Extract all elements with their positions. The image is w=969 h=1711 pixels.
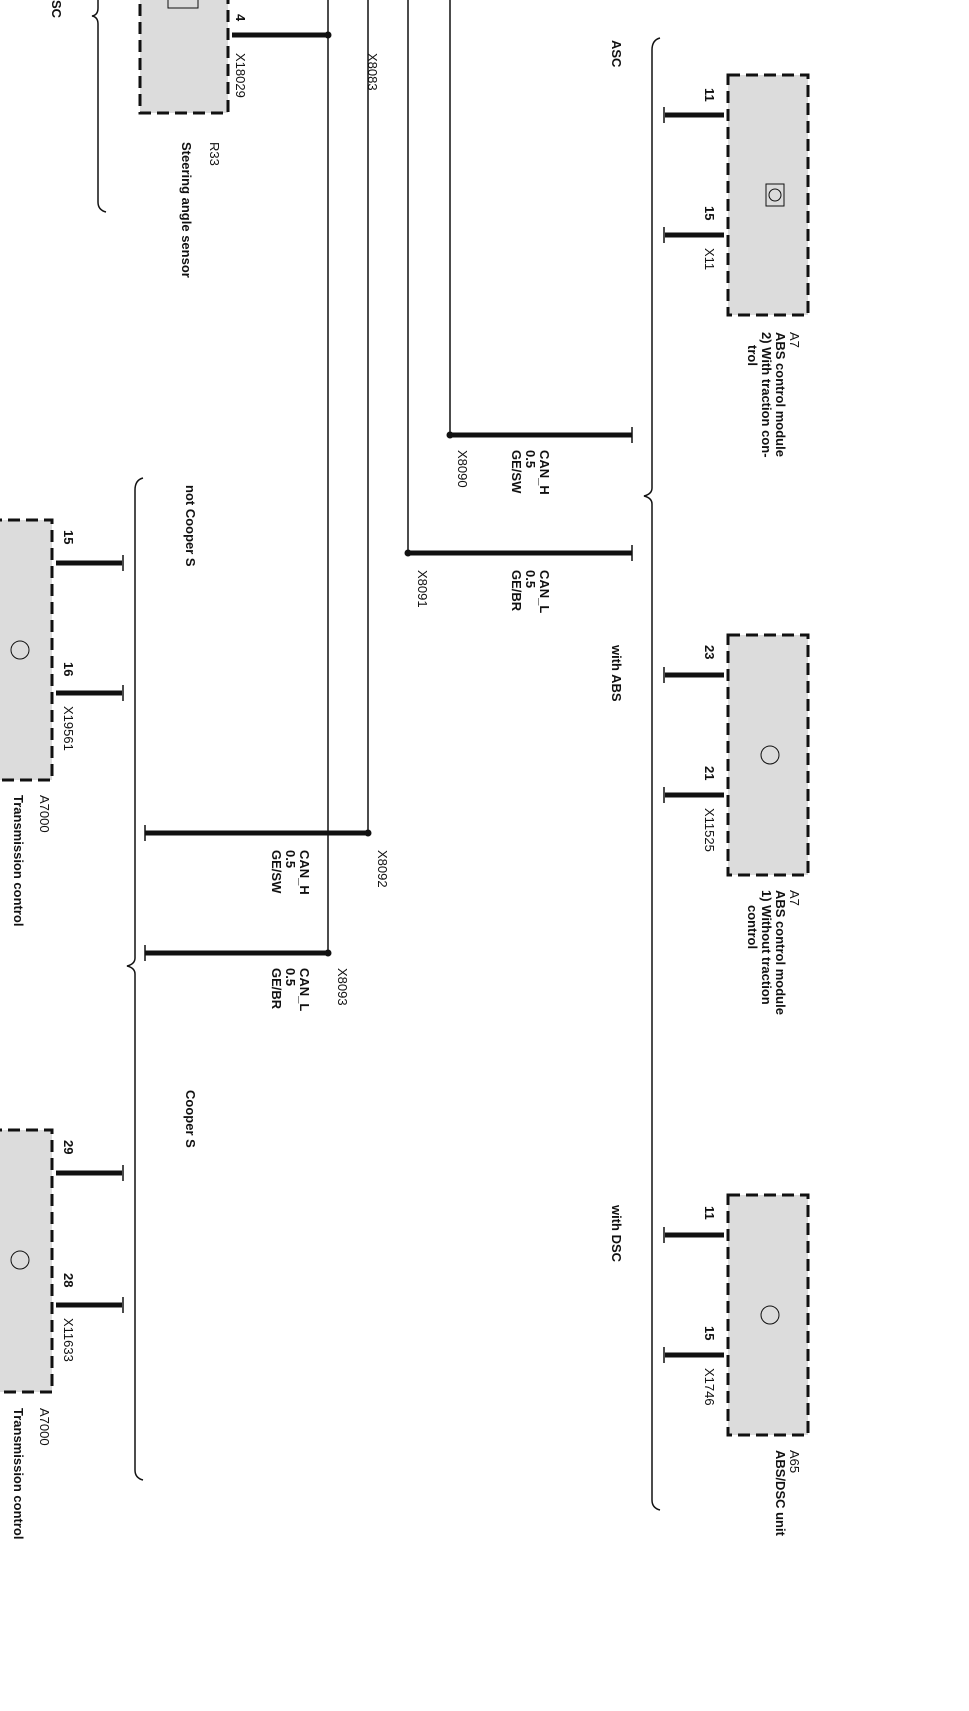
module-icon bbox=[768, 188, 782, 202]
connector-label: X1746 bbox=[702, 1368, 717, 1406]
wire-color: GE/SW bbox=[269, 850, 284, 894]
variant-brace bbox=[91, 0, 107, 213]
module-id: A7000 bbox=[37, 1408, 52, 1446]
wire-color: GE/SW bbox=[509, 450, 524, 494]
module-icon bbox=[167, 0, 199, 9]
variant-brace bbox=[643, 37, 661, 1511]
module-id: A7000 bbox=[37, 795, 52, 833]
splice-label: X8092 bbox=[375, 850, 390, 888]
module-id: A7 bbox=[787, 332, 802, 348]
variant-label-sc: SC bbox=[49, 0, 64, 19]
pin-label: 15 bbox=[702, 206, 717, 220]
wire-signal: CAN_H bbox=[537, 450, 552, 495]
pin-label: 21 bbox=[702, 766, 717, 780]
pin-label: 29 bbox=[61, 1140, 76, 1154]
wire-signal: CAN_H bbox=[297, 850, 312, 895]
wire-color: GE/BR bbox=[509, 570, 524, 612]
connector-label: X11633 bbox=[61, 1318, 76, 1362]
connector-label: X11525 bbox=[702, 808, 717, 852]
module-id: A7 bbox=[787, 890, 802, 906]
wire-signal: CAN_L bbox=[297, 968, 312, 1011]
variant-label-abs: with ABS bbox=[609, 644, 624, 702]
module-id: R33 bbox=[207, 142, 222, 166]
module-icon bbox=[10, 1250, 30, 1270]
wire-color: GE/BR bbox=[269, 968, 284, 1010]
module-icon bbox=[760, 745, 780, 765]
module-note: 2) With traction con- bbox=[759, 332, 774, 458]
module-name: Transmission control bbox=[11, 1408, 26, 1539]
variant-label-not-cooper: not Cooper S bbox=[183, 485, 198, 567]
variant-brace bbox=[126, 477, 144, 1481]
wire-x8092: X8092 CAN_H 0.5 GE/SW bbox=[144, 825, 390, 895]
wire-x8090: X8090 CAN_H 0.5 GE/SW bbox=[446, 427, 633, 495]
connector-label: X18029 bbox=[233, 53, 248, 98]
wire-signal: CAN_L bbox=[537, 570, 552, 613]
wire-size: 0.5 bbox=[283, 850, 298, 868]
pin-label: 23 bbox=[702, 645, 717, 659]
dsc-module: 11 15 X1746 A65 ABS/DSC unit bbox=[663, 1193, 810, 1537]
wire-size: 0.5 bbox=[283, 968, 298, 986]
pin-label: 15 bbox=[702, 1326, 717, 1340]
wire-size: 0.5 bbox=[523, 570, 538, 588]
module-name: Transmission control bbox=[11, 795, 26, 926]
transmission-control-1: 15 16 X19561 A7000 Transmission control bbox=[0, 518, 124, 926]
module-icon bbox=[760, 1305, 780, 1325]
module-name: ABS control module bbox=[773, 890, 788, 1015]
connector-label: X19561 bbox=[61, 706, 76, 751]
module-note: trol bbox=[745, 345, 760, 366]
wire-x8093: X8093 CAN_L 0.5 GE/BR bbox=[144, 945, 350, 1011]
module-name: Steering angle sensor bbox=[179, 142, 194, 278]
wire-size: 0.5 bbox=[523, 450, 538, 468]
splice-label: X8090 bbox=[455, 450, 470, 488]
module-icon bbox=[10, 640, 30, 660]
variant-label-cooper: Cooper S bbox=[183, 1090, 198, 1148]
module-id: A65 bbox=[787, 1450, 802, 1473]
splice-label: X8091 bbox=[415, 570, 430, 608]
module-note: 1) Without traction bbox=[759, 890, 774, 1005]
module-name: ABS control module bbox=[773, 332, 788, 457]
pin-label: 16 bbox=[61, 662, 76, 676]
steering-angle-sensor: 4 X18029 X8083 R33 Steering angle sensor bbox=[138, 0, 380, 278]
pin-label: 11 bbox=[702, 1206, 717, 1220]
transmission-control-2: 29 28 X11633 A7000 Transmission control bbox=[0, 1128, 124, 1539]
module-name: ABS/DSC unit bbox=[773, 1450, 788, 1537]
variant-label-dsc: with DSC bbox=[609, 1204, 624, 1263]
pin-label: 11 bbox=[702, 88, 717, 102]
variant-label-asc: ASC bbox=[609, 40, 624, 68]
splice-label: X8083 bbox=[365, 53, 380, 91]
pin-label: 28 bbox=[61, 1273, 76, 1287]
pin-label: 15 bbox=[61, 530, 76, 544]
wire-x8091: X8091 CAN_L 0.5 GE/BR bbox=[404, 545, 633, 613]
module-icon bbox=[765, 183, 785, 207]
abs-module-basic: 23 21 X11525 A7 ABS control module 1) Wi… bbox=[663, 633, 810, 1015]
pin-label: 4 bbox=[233, 14, 248, 22]
splice-label: X8093 bbox=[335, 968, 350, 1006]
connector-label: X11 bbox=[702, 248, 717, 270]
abs-module-asc: 11 15 X11 A7 ABS control module 2) With … bbox=[663, 73, 810, 458]
module-note: control bbox=[745, 905, 760, 949]
